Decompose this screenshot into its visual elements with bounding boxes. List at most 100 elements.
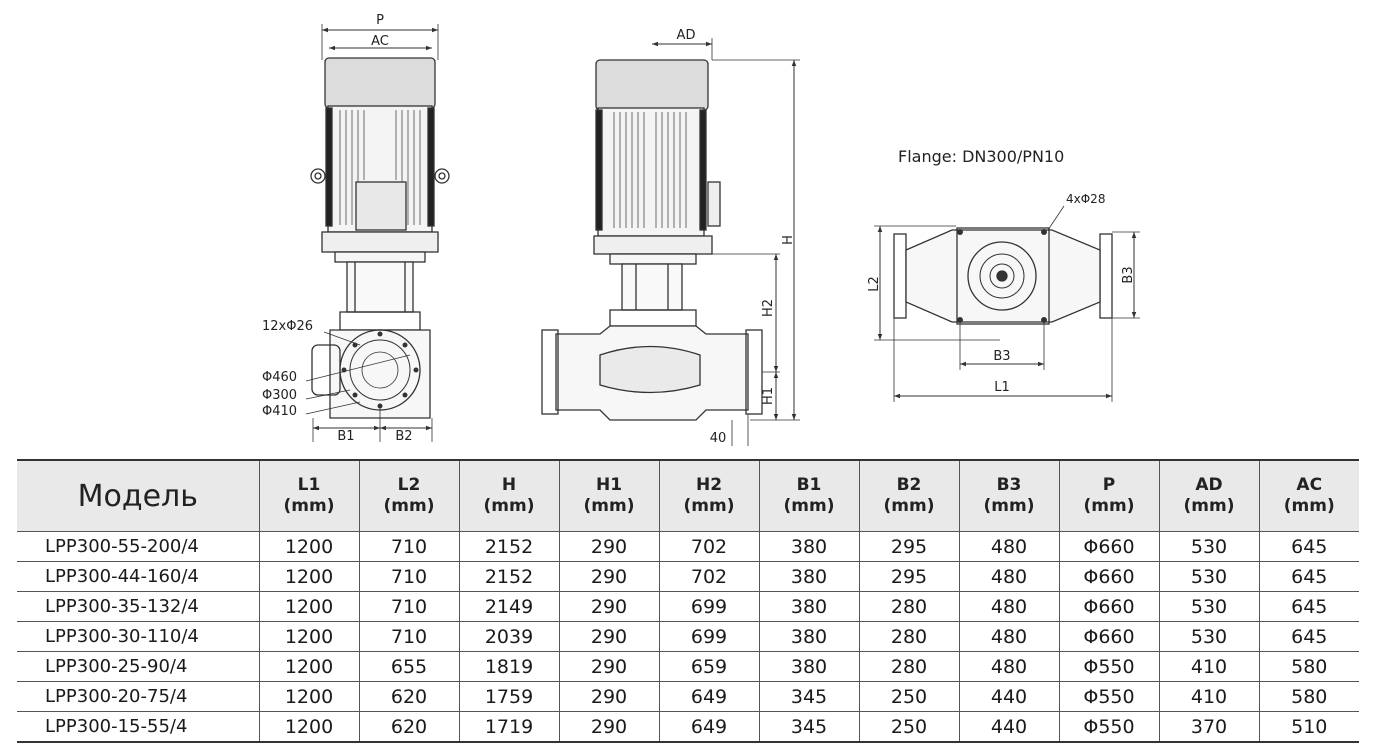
- value-cell: 2149: [458, 591, 560, 622]
- value-cell: 1200: [258, 681, 360, 712]
- value-cell: 290: [558, 651, 660, 682]
- value-cell: 480: [958, 651, 1060, 682]
- dim-p: P: [376, 13, 384, 28]
- column-header: B3(mm): [958, 459, 1060, 532]
- pump-drawings-svg: P AC: [262, 13, 1140, 446]
- flange-label: Flange: DN300/PN10: [898, 147, 1064, 166]
- spec-table: Модель L1(mm) L2(mm) H(mm) H1(mm) H2(mm)…: [17, 459, 1359, 743]
- model-cell: LPP300-15-55/4: [17, 711, 260, 743]
- value-cell: 250: [858, 681, 960, 712]
- value-cell: 1200: [258, 531, 360, 562]
- value-cell: 290: [558, 711, 660, 743]
- dim-b1: B1: [337, 429, 354, 444]
- value-cell: Φ550: [1058, 681, 1160, 712]
- column-header: B2(mm): [858, 459, 960, 532]
- value-cell: 410: [1158, 681, 1260, 712]
- dim-ad: AD: [677, 28, 696, 43]
- model-cell: LPP300-35-132/4: [17, 591, 260, 622]
- column-header: AC(mm): [1258, 459, 1359, 532]
- value-cell: 645: [1258, 561, 1359, 592]
- dim-bolts: 12xΦ26: [262, 319, 313, 334]
- value-cell: 1719: [458, 711, 560, 743]
- value-cell: 480: [958, 591, 1060, 622]
- model-cell: LPP300-25-90/4: [17, 651, 260, 682]
- value-cell: 380: [758, 591, 860, 622]
- value-cell: 510: [1258, 711, 1359, 743]
- value-cell: 699: [658, 621, 760, 652]
- dim-d1: Φ460: [262, 370, 297, 385]
- dim-40: 40: [710, 431, 727, 446]
- dim-h1: H1: [761, 387, 776, 405]
- column-header: AD(mm): [1158, 459, 1260, 532]
- value-cell: 380: [758, 621, 860, 652]
- value-cell: Φ660: [1058, 561, 1160, 592]
- value-cell: 530: [1158, 621, 1260, 652]
- value-cell: Φ660: [1058, 591, 1160, 622]
- value-cell: 280: [858, 651, 960, 682]
- dim-b3-bottom: B3: [993, 349, 1010, 364]
- value-cell: 480: [958, 621, 1060, 652]
- value-cell: 380: [758, 561, 860, 592]
- column-header: H(mm): [458, 459, 560, 532]
- value-cell: Φ660: [1058, 531, 1160, 562]
- model-cell: LPP300-30-110/4: [17, 621, 260, 652]
- dim-h2: H2: [761, 299, 776, 317]
- value-cell: 2152: [458, 561, 560, 592]
- value-cell: 290: [558, 531, 660, 562]
- value-cell: 1200: [258, 711, 360, 743]
- value-cell: 1200: [258, 621, 360, 652]
- column-header: P(mm): [1058, 459, 1160, 532]
- pump-drawings: P AC: [262, 13, 1140, 446]
- value-cell: 2152: [458, 531, 560, 562]
- value-cell: Φ550: [1058, 651, 1160, 682]
- value-cell: 710: [358, 531, 460, 562]
- spec-table-container: Модель L1(mm) L2(mm) H(mm) H1(mm) H2(mm)…: [17, 459, 1359, 743]
- column-header: H2(mm): [658, 459, 760, 532]
- value-cell: 645: [1258, 531, 1359, 562]
- value-cell: 1759: [458, 681, 560, 712]
- value-cell: 345: [758, 711, 860, 743]
- value-cell: 1200: [258, 591, 360, 622]
- dim-b2: B2: [395, 429, 412, 444]
- value-cell: 580: [1258, 651, 1359, 682]
- value-cell: 530: [1158, 561, 1260, 592]
- value-cell: 2039: [458, 621, 560, 652]
- value-cell: 370: [1158, 711, 1260, 743]
- value-cell: 1200: [258, 651, 360, 682]
- value-cell: 530: [1158, 531, 1260, 562]
- column-header: B1(mm): [758, 459, 860, 532]
- value-cell: 440: [958, 711, 1060, 743]
- dim-h: H: [781, 235, 796, 245]
- dim-b3-right: B3: [1121, 266, 1136, 283]
- value-cell: 655: [358, 651, 460, 682]
- value-cell: 290: [558, 681, 660, 712]
- value-cell: 290: [558, 561, 660, 592]
- value-cell: 530: [1158, 591, 1260, 622]
- dim-d3: Φ410: [262, 404, 297, 419]
- value-cell: 440: [958, 681, 1060, 712]
- value-cell: 1200: [258, 561, 360, 592]
- value-cell: 645: [1258, 621, 1359, 652]
- value-cell: 649: [658, 711, 760, 743]
- column-header: L1(mm): [258, 459, 360, 532]
- dim-l2: L2: [867, 276, 882, 292]
- value-cell: 710: [358, 591, 460, 622]
- value-cell: 480: [958, 561, 1060, 592]
- value-cell: 380: [758, 651, 860, 682]
- value-cell: 702: [658, 561, 760, 592]
- value-cell: 295: [858, 561, 960, 592]
- value-cell: 710: [358, 561, 460, 592]
- value-cell: 649: [658, 681, 760, 712]
- value-cell: 620: [358, 681, 460, 712]
- value-cell: 702: [658, 531, 760, 562]
- value-cell: 410: [1158, 651, 1260, 682]
- value-cell: 250: [858, 711, 960, 743]
- column-header: H1(mm): [558, 459, 660, 532]
- column-header: L2(mm): [358, 459, 460, 532]
